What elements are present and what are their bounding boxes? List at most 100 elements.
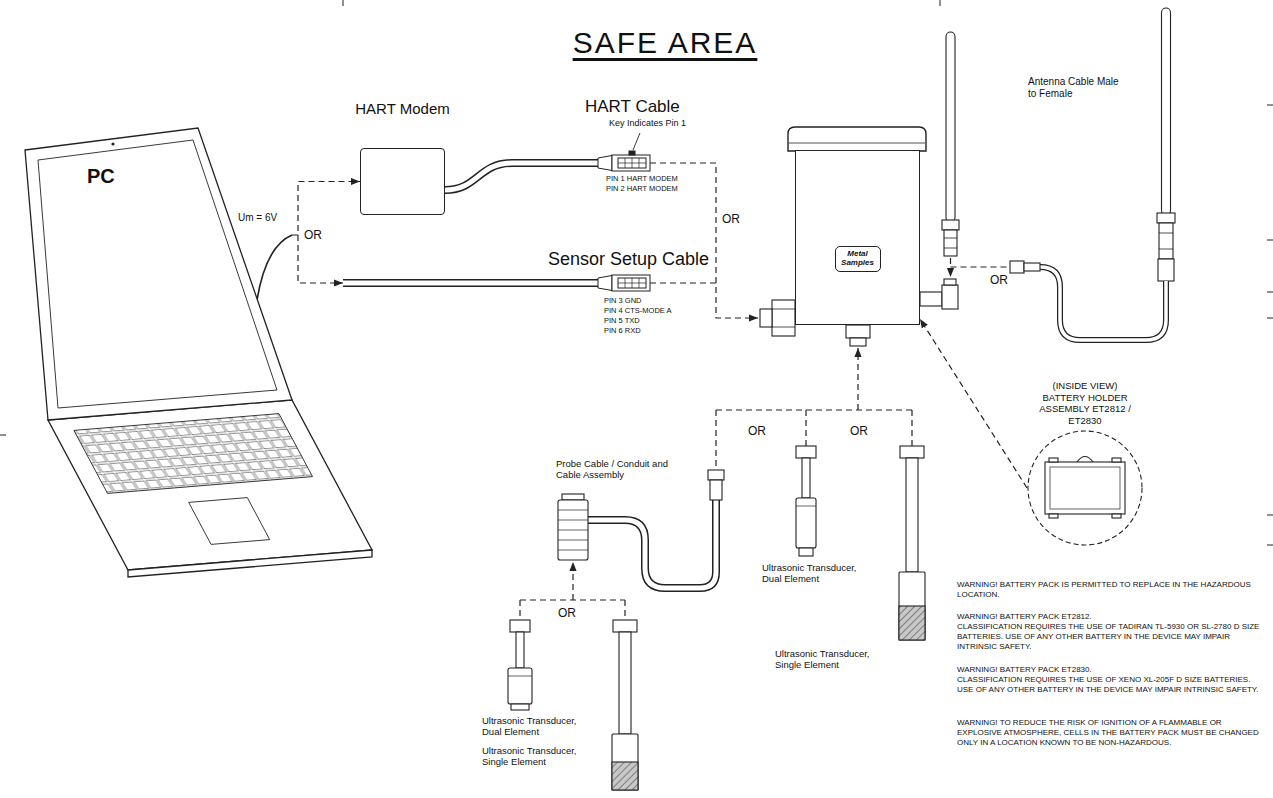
probe-cable [588, 500, 716, 588]
hart-cable-connector [618, 158, 646, 168]
probe-cable-connector [708, 470, 724, 480]
page-title: SAFE AREA [465, 26, 865, 60]
frame-ticks [0, 435, 6, 436]
key-leader-line [633, 133, 640, 150]
laptop-base [48, 400, 372, 570]
brand-logo: Metal Samples [835, 246, 881, 272]
antenna-cable-male-end [1024, 263, 1040, 271]
supply-voltage: Um = 6V [238, 212, 277, 224]
frame-ticks [343, 0, 344, 6]
pin-name: PIN 3 GND [604, 296, 642, 305]
dual-element-transducer [516, 632, 524, 668]
inset-outline [1028, 431, 1142, 545]
laptop-base [74, 414, 313, 494]
frame-ticks [1267, 240, 1273, 241]
hart-modem-label: HART Modem [355, 100, 449, 117]
transmitter-housing: Metal Samples [795, 150, 920, 325]
screen-display [38, 140, 277, 408]
dashed-option-lines [650, 282, 716, 283]
or-note: OR [748, 424, 766, 438]
antenna [1162, 8, 1171, 215]
mounting-tab [1112, 458, 1121, 462]
probe-cable-coupling [558, 494, 588, 560]
dual-element-transducer [796, 446, 816, 556]
warning-note: WARNING! BATTERY PACK IS PERMITTED TO RE… [957, 580, 1262, 600]
dashed-option-lines [572, 562, 573, 600]
dual-element-transducer [508, 676, 532, 677]
sensor-cable-connector [598, 276, 612, 291]
antenna [1159, 223, 1173, 259]
laptop-screen [25, 128, 292, 420]
pc-label: PC [87, 165, 115, 188]
antenna [944, 230, 957, 256]
frame-ticks [1267, 545, 1273, 546]
dashed-option-lines [624, 600, 625, 620]
hart-cable-connector [629, 151, 635, 155]
pin-name: PIN 2 HART MODEM [606, 184, 678, 193]
antenna [946, 32, 955, 222]
dashed-option-lines [716, 409, 912, 410]
pin-name: PIN 5 TXD [604, 316, 640, 325]
single-element-transducer [900, 446, 924, 458]
cable-gland [760, 309, 772, 327]
or-note: OR [990, 273, 1008, 287]
dashed-option-lines [857, 348, 858, 410]
camera-dot [111, 142, 114, 145]
warning-note: CLASSIFICATION REQUIRES THE USE OF TADIR… [957, 622, 1262, 652]
pin-name: PIN 1 HART MODEM [606, 174, 678, 183]
probe-cable-connector [710, 480, 722, 500]
antenna-elbow [920, 292, 942, 306]
pin-name: PIN 4 CTS-MODE A [604, 306, 672, 315]
warning-note: WARNING! BATTERY PACK ET2830. [957, 665, 1262, 675]
laptop-cable [257, 235, 292, 300]
dashed-connector [920, 319, 1027, 488]
hart-modem-cable [445, 163, 600, 190]
probe-cable [588, 500, 716, 588]
dual-element-transducer [796, 506, 816, 507]
probe-cable-connector [708, 470, 724, 500]
sensor-cable-connector [612, 275, 650, 291]
battery-holder [1050, 467, 1120, 509]
single-element-transducer [899, 606, 925, 640]
dual-element-transducer [510, 620, 530, 632]
screen-outline [25, 128, 292, 420]
key-note: Key Indicates Pin 1 [609, 118, 686, 129]
part-name: Antenna Cable Male to Female [1028, 76, 1128, 100]
antenna [1157, 8, 1175, 281]
frame-ticks [0, 0, 1273, 545]
cable-gland [772, 300, 795, 336]
inset-circle [1027, 430, 1143, 546]
dual-element-transducer [511, 704, 529, 710]
hart-modem-cable [445, 163, 600, 190]
dashed-option-lines [951, 266, 1011, 267]
antenna-cable-male-end [1010, 261, 1024, 273]
holder-handle [1077, 457, 1093, 463]
sensor-cable-connector [618, 278, 646, 288]
dual-element-transducer [796, 498, 816, 548]
pin-name: PIN 6 RXD [604, 326, 641, 335]
dashed-option-lines [715, 410, 716, 468]
single-element-transducer [906, 458, 918, 572]
cable-name: HART Cable [585, 97, 680, 117]
dual-element-transducer [508, 668, 532, 704]
sensor-cable-connector [598, 275, 650, 291]
dashed-option-lines [519, 600, 520, 620]
cable-gland [760, 300, 795, 336]
mounting-tab [1049, 458, 1058, 462]
antenna-cable [1040, 267, 1166, 340]
antenna [942, 220, 959, 230]
frame-ticks [1267, 318, 1273, 319]
frame-ticks [1267, 515, 1273, 516]
probe-cable [588, 500, 716, 588]
warning-note: WARNING! BATTERY PACK ET2812. [957, 612, 1262, 622]
probe-cable-coupling [558, 510, 588, 550]
hart-cable-connector [598, 151, 650, 171]
sensor-setup-cable [343, 283, 600, 284]
probe-port [846, 325, 870, 346]
dashed-option-lines [805, 410, 806, 446]
sensor-cable-connector [618, 278, 646, 288]
single-element-transducer [612, 734, 638, 790]
hart-cable-connector [612, 155, 650, 171]
frame-ticks [940, 0, 941, 6]
